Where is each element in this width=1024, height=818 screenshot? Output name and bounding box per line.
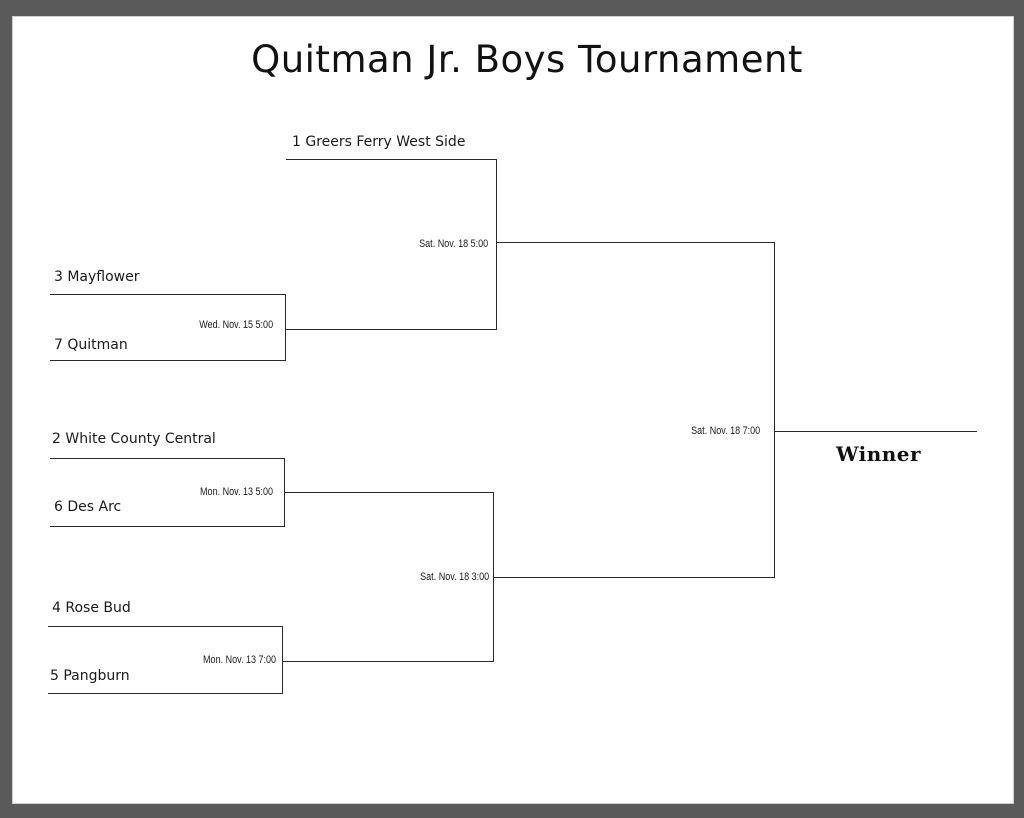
bracket-line-semifinal-bottom-winner — [493, 577, 775, 578]
bracket-line-mayflower-quitman-winner — [285, 329, 497, 330]
team-mayflower: 3 Mayflower — [54, 269, 140, 285]
game-date-semifinal-bottom: Sat. Nov. 18 3:00 — [419, 571, 489, 583]
team-greers-ferry-west-side: 1 Greers Ferry West Side — [292, 134, 466, 150]
team-white-county-central: 2 White County Central — [52, 431, 216, 447]
game-date-final: Sat. Nov. 18 7:00 — [690, 425, 760, 437]
bracket-line-rose-bud-pangburn-winner — [282, 661, 494, 662]
page-title: Quitman Jr. Boys Tournament — [251, 38, 803, 81]
bracket-line-white-county-des-arc-winner — [284, 492, 494, 493]
game-date-rose-bud-pangburn: Mon. Nov. 13 7:00 — [202, 654, 276, 666]
winner-label: Winner — [836, 442, 922, 466]
bracket-line-semifinal-top-winner — [496, 242, 775, 243]
team-quitman: 7 Quitman — [54, 337, 128, 353]
bracket-connector-semifinal-top — [496, 159, 497, 330]
bracket-line-white-county-central — [50, 458, 285, 459]
team-rose-bud: 4 Rose Bud — [52, 600, 131, 616]
bracket-connector-mayflower-quitman — [285, 294, 286, 361]
bracket-connector-final — [774, 242, 775, 578]
bracket-line-champion — [774, 431, 977, 432]
bracket-line-des-arc — [50, 526, 285, 527]
bracket-connector-rose-bud-pangburn — [282, 626, 283, 694]
bracket-line-mayflower — [50, 294, 286, 295]
team-des-arc: 6 Des Arc — [54, 499, 122, 515]
team-pangburn: 5 Pangburn — [50, 668, 130, 684]
bracket-line-quitman — [50, 360, 286, 361]
bracket-line-rose-bud — [48, 626, 283, 627]
game-date-white-county-des-arc: Mon. Nov. 13 5:00 — [199, 486, 273, 498]
bracket-line-pangburn — [48, 693, 283, 694]
game-date-mayflower-quitman: Wed. Nov. 15 5:00 — [199, 319, 273, 331]
bracket-sheet — [12, 16, 1014, 804]
bracket-line-greers-ferry — [286, 159, 497, 160]
game-date-semifinal-top: Sat. Nov. 18 5:00 — [418, 238, 488, 250]
